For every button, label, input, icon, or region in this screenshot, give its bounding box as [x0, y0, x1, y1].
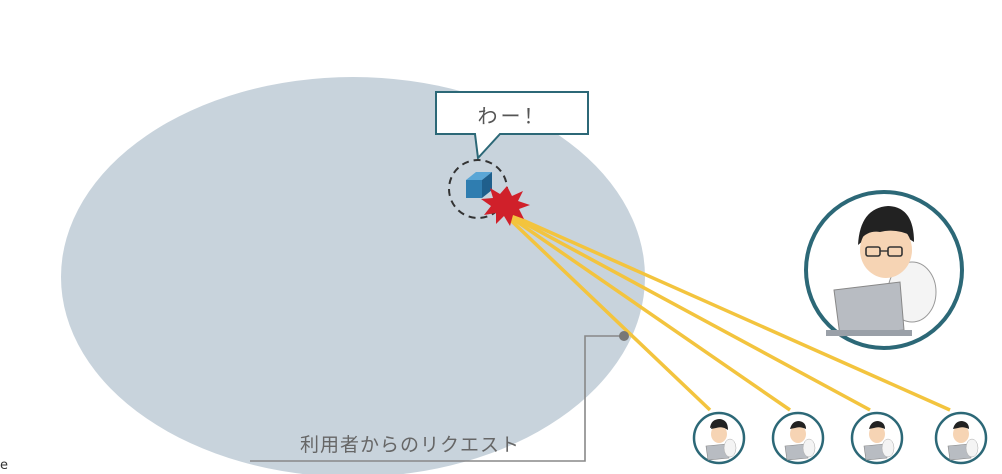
speech-bubble-text: わー！ — [477, 103, 547, 128]
server-cube — [466, 172, 492, 198]
request-beam-4 — [499, 208, 951, 412]
request-beam-2 — [499, 208, 791, 412]
speech-bubble — [435, 91, 589, 161]
network-ellipse — [61, 77, 645, 474]
request-label: 利用者からのリクエスト — [300, 434, 521, 456]
corner-text: e — [0, 458, 8, 473]
label-callout-line — [250, 335, 624, 462]
user-avatar-2 — [771, 411, 825, 465]
user-avatar-3 — [850, 411, 904, 465]
request-beams — [498, 208, 951, 412]
user-avatar-1 — [692, 411, 746, 465]
user-avatar-4 — [934, 411, 988, 465]
impact-burst — [481, 186, 530, 226]
callout-dot — [619, 331, 629, 341]
request-beam-1 — [498, 208, 712, 412]
attacker-avatar-large — [804, 190, 964, 350]
request-beam-3 — [499, 208, 871, 412]
